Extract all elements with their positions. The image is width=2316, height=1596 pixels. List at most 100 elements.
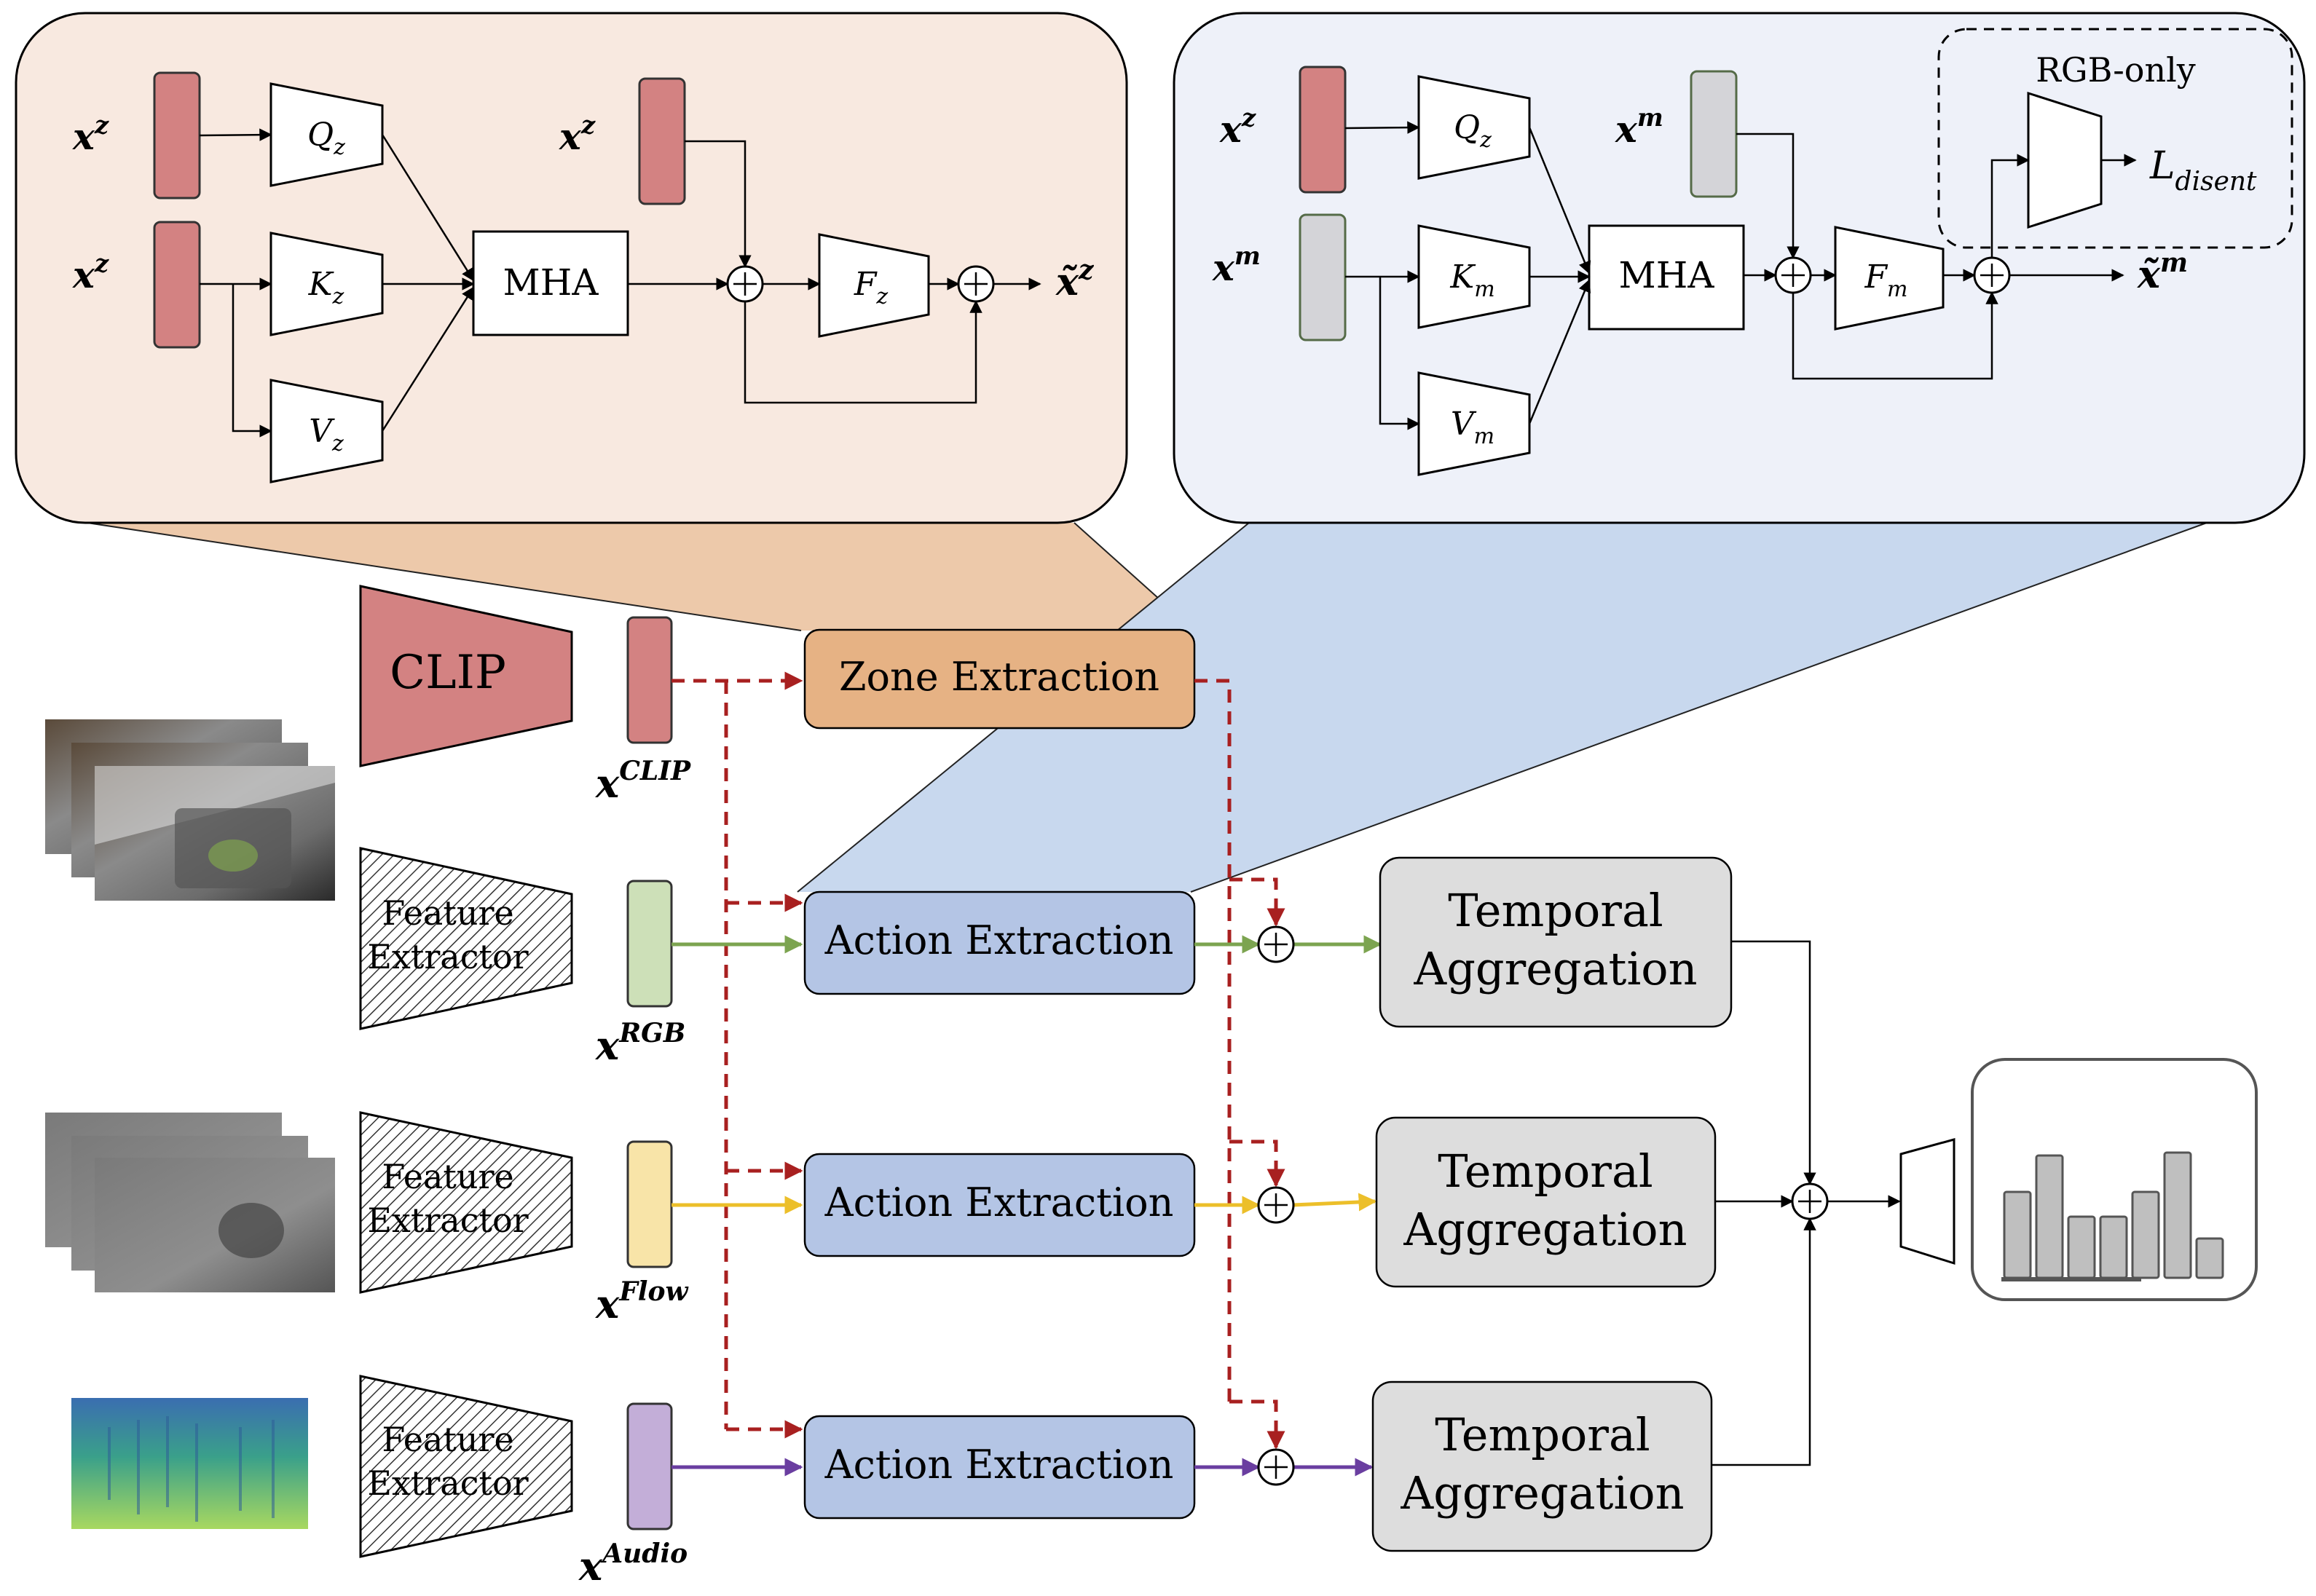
rgb-feature-label: xRGB	[595, 1018, 685, 1069]
disentangle-head	[2027, 91, 2103, 229]
action-sum-node-2	[1973, 256, 2011, 294]
zone-sum-node-1	[726, 265, 764, 303]
fusion-sum-node-audio	[1257, 1448, 1295, 1486]
zone-input-query-label: xz	[72, 111, 109, 158]
flow-feature-vector	[626, 1140, 673, 1268]
rgb-only-label: RGB-only	[2036, 50, 2196, 90]
svg-text:Action Extraction: Action Extraction	[824, 1180, 1174, 1225]
svg-text:Kz: Kz	[308, 266, 344, 309]
svg-text:CLIP: CLIP	[390, 646, 506, 700]
svg-text:Aggregation: Aggregation	[1400, 1466, 1684, 1520]
svg-text:Vm: Vm	[1451, 406, 1494, 449]
zone-mha-block	[472, 230, 629, 336]
zone-extraction-box: Zone Extraction	[803, 628, 1196, 730]
svg-text:Feature: Feature	[382, 1420, 513, 1459]
rgb-feature-extractor: Feature Extractor	[359, 847, 573, 1030]
zone-output-label: x̃z	[1055, 255, 1095, 304]
svg-text:Zone Extraction: Zone Extraction	[839, 654, 1159, 700]
histogram-bar	[2163, 1151, 2192, 1279]
svg-text:Feature: Feature	[382, 1157, 513, 1196]
action-funnel-edge-right	[1190, 522, 2207, 893]
action-query-feature	[1299, 66, 1347, 194]
flow-feature-extractor: Feature Extractor	[359, 1111, 573, 1294]
svg-text:Action Extraction: Action Extraction	[824, 1442, 1174, 1488]
histogram-bar	[2003, 1190, 2032, 1279]
zone-funnel-edge-left	[87, 522, 802, 631]
zone-input-keyvalue-label: xz	[72, 249, 109, 296]
svg-text:Aggregation: Aggregation	[1403, 1203, 1687, 1256]
action-k-projection	[1417, 224, 1531, 329]
svg-text:MHA: MHA	[1619, 254, 1715, 296]
action-input-query-label: xz	[1219, 103, 1256, 151]
rgb-only-region	[1937, 28, 2293, 249]
output-prediction-histogram	[1971, 1058, 2258, 1301]
histogram-bar	[2035, 1154, 2064, 1279]
clip-feature-vector	[626, 616, 673, 744]
svg-text:Feature: Feature	[382, 893, 513, 933]
zone-q-projection	[269, 82, 384, 187]
action-mha-block	[1588, 224, 1745, 331]
modality-connections	[671, 935, 1382, 1477]
classifier-head	[1899, 1138, 1955, 1265]
action-v-projection	[1417, 371, 1531, 476]
temporal-aggregation-rgb: Temporal Aggregation	[1379, 856, 1733, 1028]
svg-text:Extractor: Extractor	[367, 937, 528, 976]
svg-text:Action Extraction: Action Extraction	[824, 917, 1174, 963]
action-connections	[1344, 121, 2137, 430]
histogram-bar	[2131, 1190, 2160, 1279]
flow-frames-image	[45, 1113, 335, 1292]
svg-text:Temporal: Temporal	[1438, 1145, 1653, 1198]
flow-feature-label: xFlow	[595, 1276, 689, 1327]
histogram-bar	[2067, 1215, 2096, 1279]
audio-spectrogram-image	[71, 1398, 308, 1529]
svg-text:MHA: MHA	[503, 261, 599, 304]
zone-query-feature	[153, 71, 201, 200]
zone-connections	[199, 128, 1041, 438]
loss-label: Ldisent	[2149, 144, 2257, 197]
svg-text:Fz: Fz	[854, 266, 889, 309]
temporal-aggregation-flow: Temporal Aggregation	[1375, 1116, 1717, 1288]
action-zoom-funnel	[797, 523, 2207, 892]
svg-text:Aggregation: Aggregation	[1413, 942, 1697, 995]
action-keyvalue-feature	[1299, 213, 1347, 341]
action-extraction-box-rgb: Action Extraction	[803, 890, 1196, 995]
svg-text:Temporal: Temporal	[1448, 884, 1663, 937]
zone-k-projection	[269, 232, 384, 336]
action-extraction-box-flow: Action Extraction	[803, 1153, 1196, 1257]
clip-encoder: CLIP	[359, 585, 573, 767]
svg-text:Qz: Qz	[1454, 109, 1492, 153]
svg-text:Extractor: Extractor	[367, 1463, 528, 1503]
final-fusion-connections	[1712, 940, 1901, 1466]
zone-f-block	[818, 233, 930, 338]
svg-text:Qz: Qz	[307, 116, 345, 160]
action-extraction-panel: xz xm xm Qz Km Vm MHA Fm RG	[1173, 12, 2306, 524]
action-f-block	[1834, 226, 1945, 331]
zone-skip-feature	[638, 77, 686, 205]
rgb-feature-vector	[626, 880, 673, 1008]
action-output-label: x̃m	[2137, 248, 2188, 297]
audio-feature-extractor: Feature Extractor	[359, 1375, 573, 1558]
svg-text:Vz: Vz	[309, 413, 344, 457]
action-sum-node-1	[1774, 256, 1812, 294]
histogram-bar	[2195, 1237, 2224, 1279]
zone-dashed-connections	[671, 671, 1285, 1450]
svg-text:Km: Km	[1449, 258, 1494, 302]
zone-v-projection	[269, 379, 384, 483]
svg-text:Temporal: Temporal	[1435, 1408, 1650, 1461]
zone-input-skip-label: xz	[559, 111, 596, 158]
action-skip-feature	[1690, 70, 1738, 198]
zone-extraction-panel: xz xz xz Qz Kz Vz MHA Fz x̃z	[15, 12, 1128, 524]
action-q-projection	[1417, 75, 1531, 180]
zone-keyvalue-feature	[153, 221, 201, 349]
rgb-frames-image	[45, 719, 335, 901]
svg-text:Extractor: Extractor	[367, 1201, 528, 1240]
fusion-sum-node-flow	[1257, 1186, 1295, 1224]
audio-feature-vector	[626, 1402, 673, 1530]
histogram-bar	[2099, 1215, 2128, 1279]
temporal-aggregation-audio: Temporal Aggregation	[1371, 1380, 1713, 1552]
action-extraction-box-audio: Action Extraction	[803, 1415, 1196, 1520]
action-input-keyvalue-label: xm	[1212, 242, 1261, 289]
fusion-sum-node-rgb	[1257, 925, 1295, 963]
clip-feature-label: xCLIP	[595, 756, 691, 807]
final-sum-node	[1791, 1182, 1829, 1220]
